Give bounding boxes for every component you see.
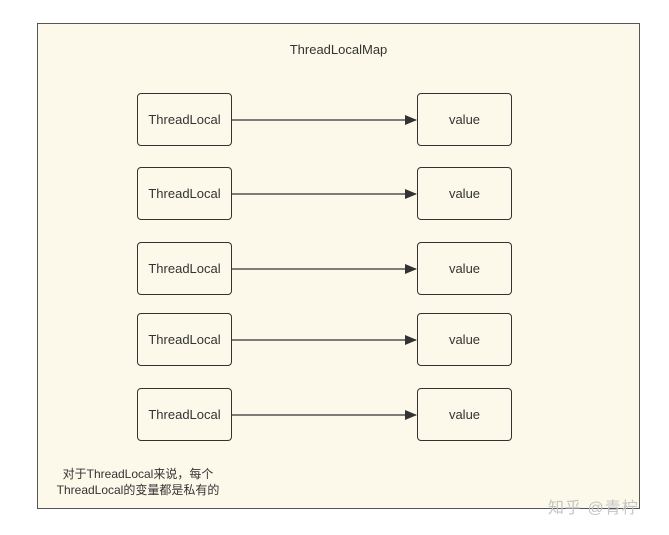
- thread-local-node: ThreadLocal: [137, 313, 232, 366]
- thread-local-node: ThreadLocal: [137, 242, 232, 295]
- thread-local-node: ThreadLocal: [137, 388, 232, 441]
- value-node: value: [417, 242, 512, 295]
- value-node: value: [417, 313, 512, 366]
- note-line-1: 对于ThreadLocal来说，每个: [62, 467, 214, 481]
- value-node: value: [417, 167, 512, 220]
- value-node: value: [417, 388, 512, 441]
- note-line-2: ThreadLocal的变量都是私有的: [56, 483, 220, 497]
- watermark: 知乎 @青柠: [548, 500, 639, 517]
- value-node: value: [417, 93, 512, 146]
- thread-local-node: ThreadLocal: [137, 167, 232, 220]
- diagram-note: 对于ThreadLocal来说，每个 ThreadLocal的变量都是私有的: [38, 466, 238, 498]
- thread-local-node: ThreadLocal: [137, 93, 232, 146]
- map-title: ThreadLocalMap: [289, 42, 388, 57]
